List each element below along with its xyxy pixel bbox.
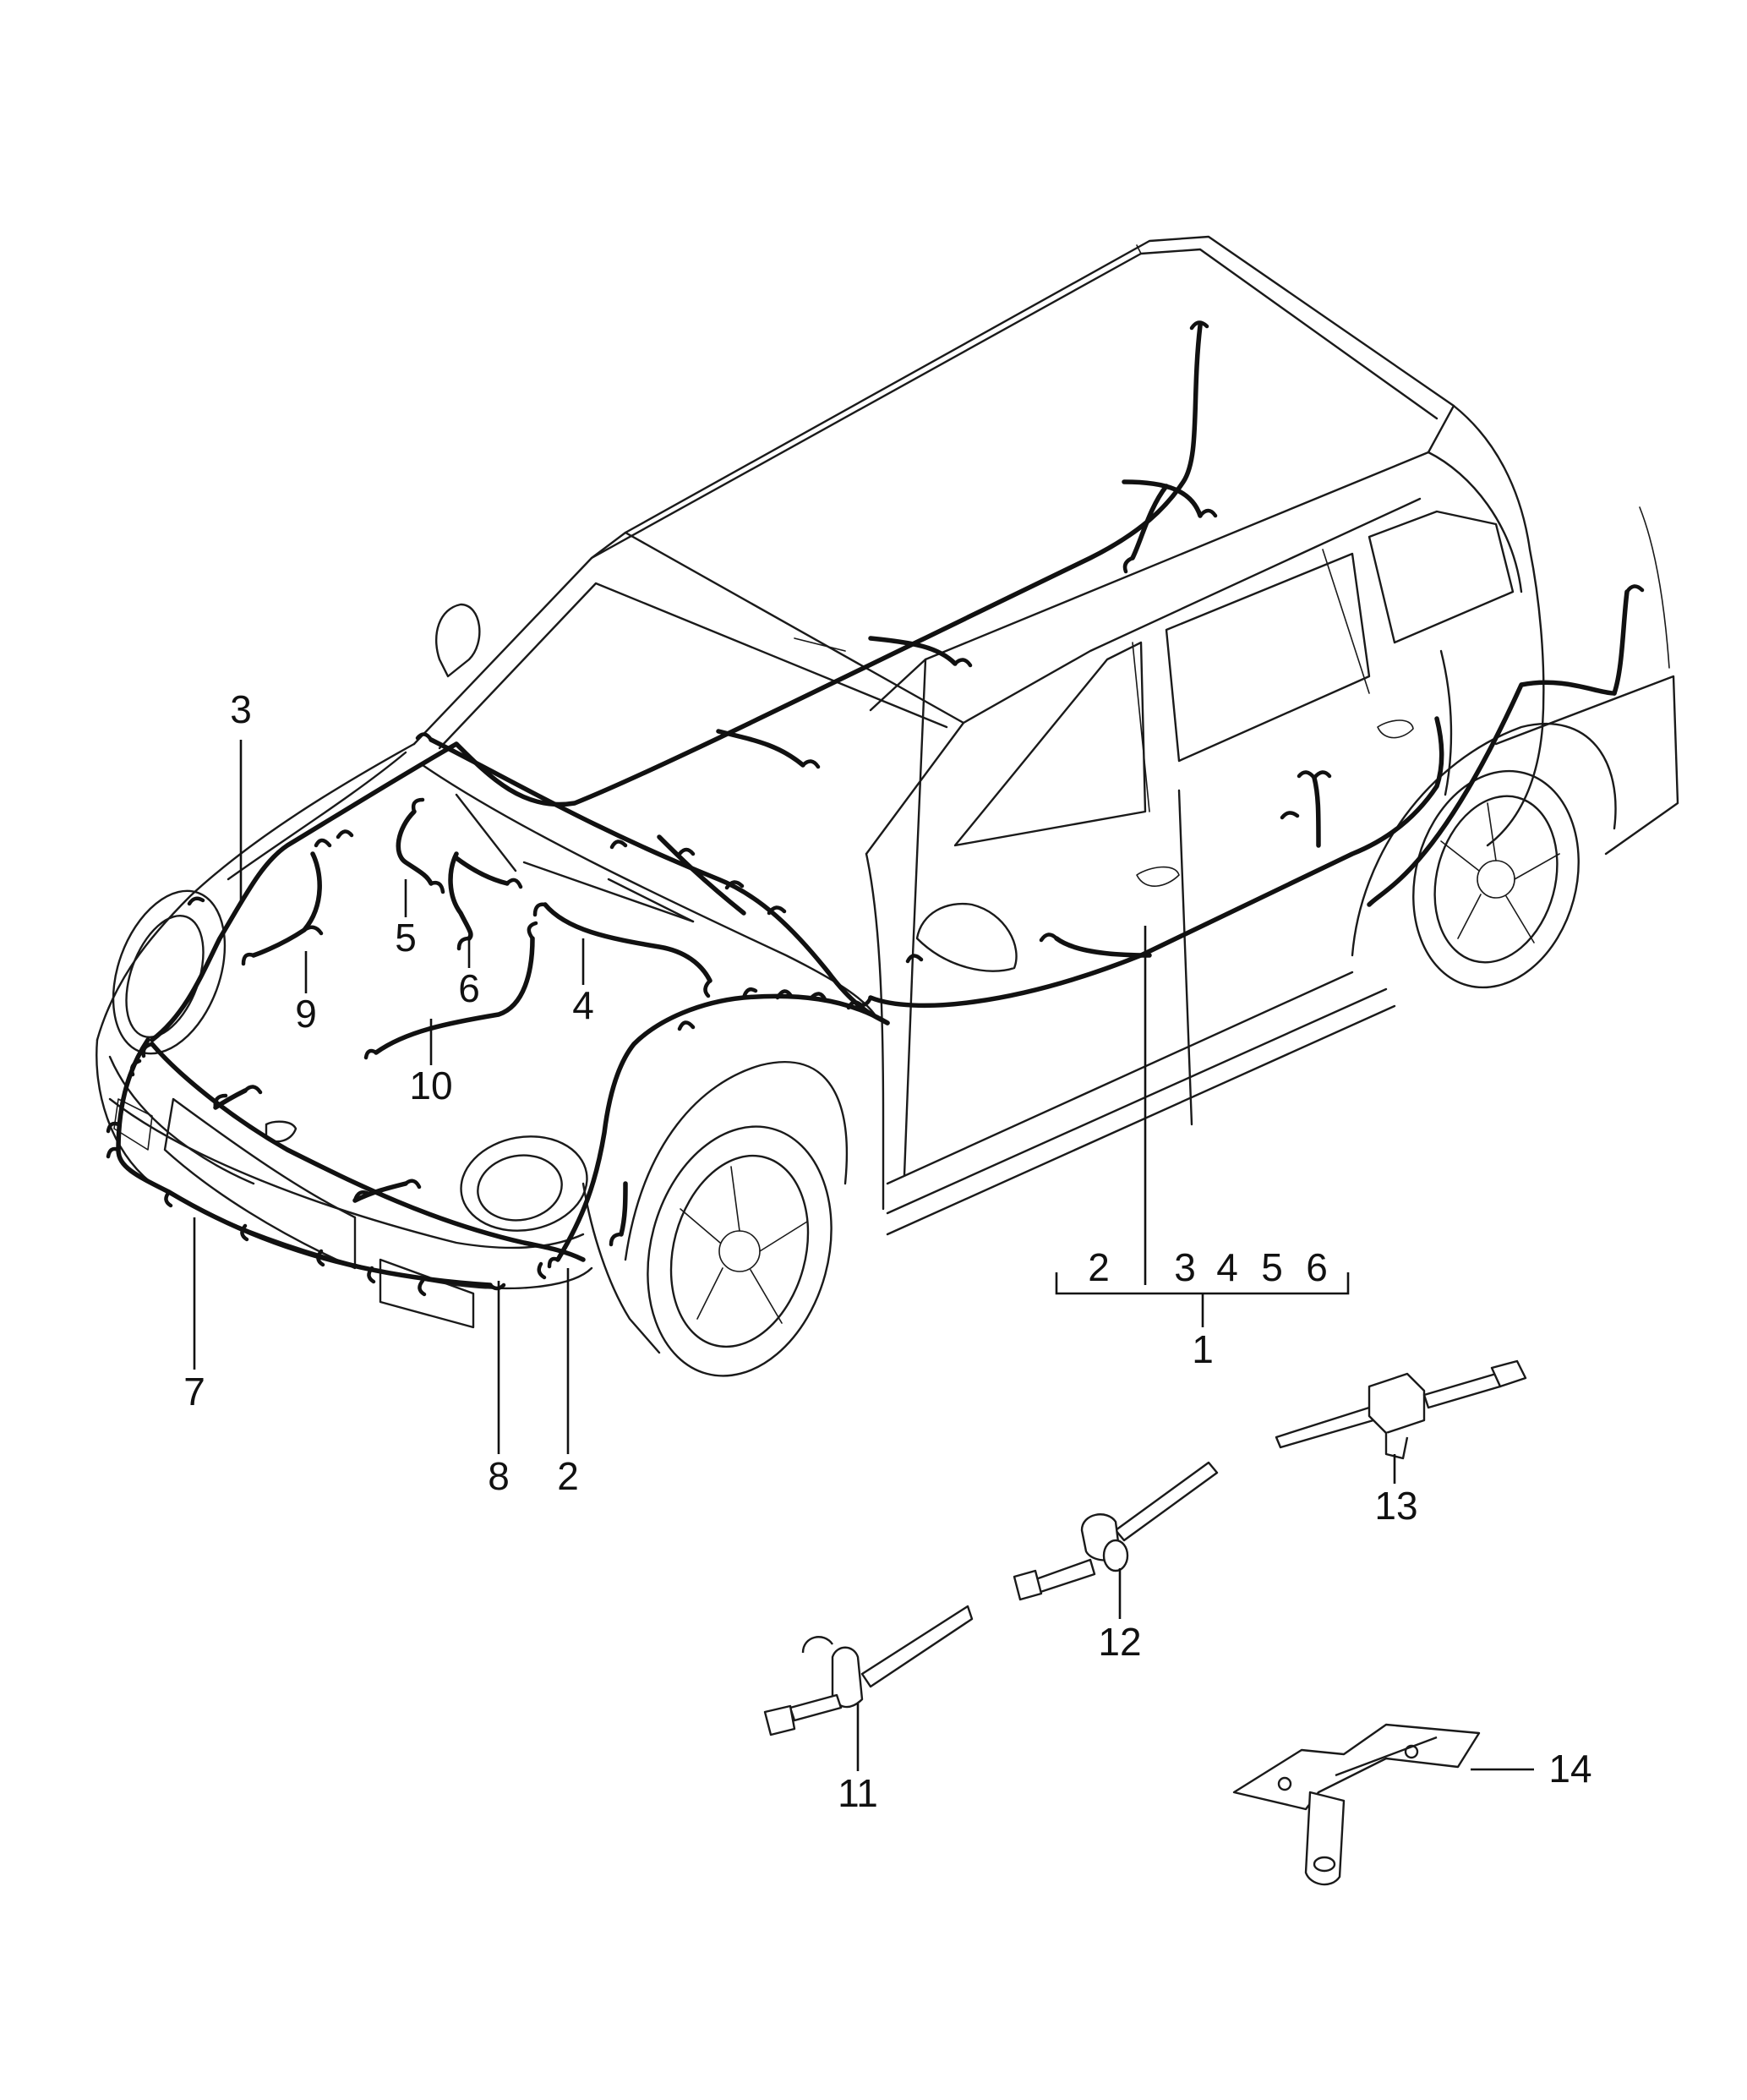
callout-bracket-2: 2 [1088, 1245, 1110, 1289]
vehicle-outline [96, 235, 1679, 1377]
callout-bracket-5: 5 [1261, 1245, 1283, 1289]
cable-tie-push-clip-11 [763, 1605, 974, 1736]
callout-12: 12 [1098, 1620, 1141, 1664]
callout-1: 1 [1192, 1327, 1214, 1371]
callout-14: 14 [1548, 1747, 1591, 1791]
callout-13: 13 [1374, 1484, 1417, 1528]
callout-bracket-3: 3 [1174, 1245, 1196, 1289]
callout-3: 3 [230, 687, 252, 731]
callout-bracket-4: 4 [1216, 1245, 1238, 1289]
callout-6: 6 [458, 966, 480, 1010]
callout-7: 7 [183, 1370, 205, 1414]
callout-bracket-6: 6 [1306, 1245, 1328, 1289]
callout-labels: 3 5 6 4 9 10 7 8 2 2 3 4 5 6 1 13 12 11 … [183, 687, 1591, 1815]
leader-lines [193, 740, 1534, 1771]
callout-8: 8 [488, 1454, 510, 1498]
cable-tie-anchor-12 [1013, 1461, 1219, 1601]
harness-connectors [106, 320, 1645, 1297]
callout-4: 4 [572, 983, 594, 1027]
cable-tie-clip-13 [1275, 1359, 1527, 1460]
callout-5: 5 [395, 916, 417, 960]
bracket-14 [1232, 1723, 1481, 1886]
callout-10: 10 [409, 1064, 452, 1107]
callout-2: 2 [557, 1454, 579, 1498]
callout-9: 9 [295, 992, 317, 1036]
callout-11: 11 [838, 1771, 878, 1815]
wiring-harness [116, 323, 1630, 1288]
